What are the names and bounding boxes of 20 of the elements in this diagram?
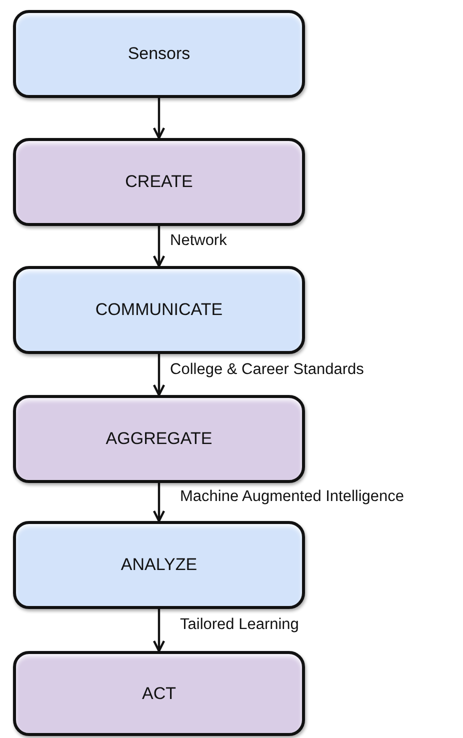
process-box <box>13 521 305 609</box>
arrow <box>152 354 166 396</box>
arrow <box>152 226 166 268</box>
node-label: COMMUNICATE <box>95 300 223 320</box>
process-box <box>13 10 305 98</box>
node-label: CREATE <box>125 172 193 192</box>
node-label: Sensors <box>128 44 190 64</box>
edge-label: Machine Augmented Intelligence <box>180 488 404 506</box>
process-box <box>13 395 305 483</box>
arrow <box>152 483 166 522</box>
arrow <box>152 98 166 140</box>
arrow <box>152 609 166 652</box>
edge-label: Tailored Learning <box>180 616 299 634</box>
node-label: ACT <box>142 684 176 704</box>
process-box <box>13 651 305 736</box>
node-label: AGGREGATE <box>106 429 212 449</box>
process-box <box>13 266 305 354</box>
process-box <box>13 138 305 226</box>
node-label: ANALYZE <box>120 555 198 575</box>
edge-label: College & Career Standards <box>170 360 364 378</box>
